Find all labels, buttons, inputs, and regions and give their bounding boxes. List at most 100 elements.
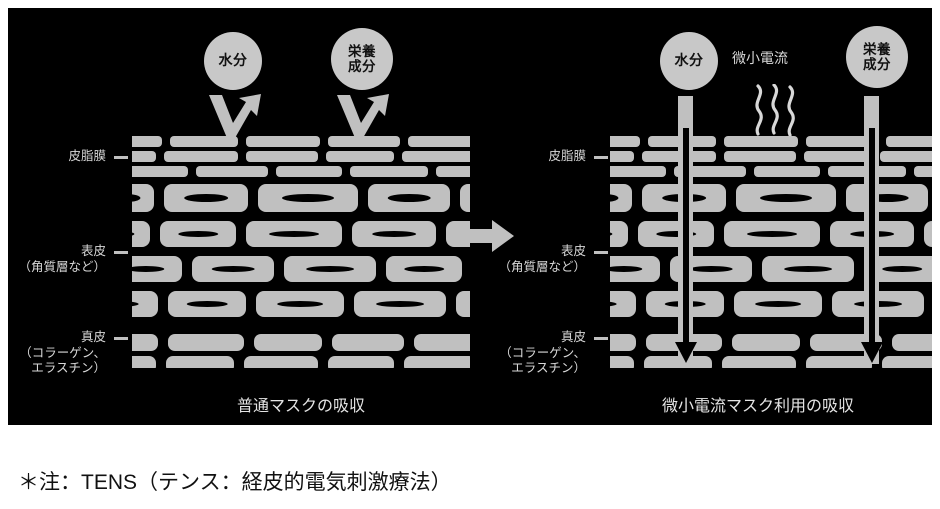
layer-label-epidermis-left: 表皮 （角質層など） [10,244,106,275]
sebum-bar [276,166,342,177]
layer-label-epidermis-right: 表皮 （角質層など） [490,244,586,275]
cell-nucleus [132,266,165,272]
layer-label-dermis-left: 真皮 （コラーゲン、 エラスチン） [10,330,106,377]
sebum-bar [170,136,238,147]
dermis-bar [722,356,796,368]
sebum-bar [804,151,872,162]
dermis-bar [610,334,636,351]
caption-left: 普通マスクの吸収 [236,398,365,415]
cell-nucleus [610,194,619,202]
sebum-bar [196,166,268,177]
dermis-bar [404,356,470,368]
cell-nucleus [178,231,218,237]
epidermis-cell [386,256,462,282]
panel-normal-mask: 水分 栄養 成分 皮脂膜 表皮 （角質層など） 真皮 （コラーゲン、 エ [8,8,470,425]
epidermis-cell [460,184,470,212]
bubble-moisture-right-label-0: 水分 [674,52,704,69]
epidermis-cell [132,221,150,247]
epidermis-cell [610,221,628,247]
cell-nucleus [865,194,909,202]
penetration-arrow-nutrient [861,128,883,363]
epidermis-cell [168,291,246,317]
dermis-bar [244,356,318,368]
cell-nucleus [882,266,922,272]
layer-dash-epidermis-right [594,251,608,254]
sebum-bar [132,166,188,177]
cell-nucleus [747,231,797,237]
sebum-bar [402,151,470,162]
layer-label-epidermis-right-line-1: （角質層など） [498,259,586,274]
sebum-bar [246,151,318,162]
sebum-bar [724,136,798,147]
epidermis-cell [132,256,182,282]
microcurrent-label: 微小電流 [732,50,788,66]
epidermis-cell [160,221,236,247]
bubble-nutrient-left-label-0: 栄養 [348,43,376,59]
layer-label-dermis-right: 真皮 （コラーゲン、 エラスチン） [490,330,586,377]
sebum-bar [610,136,640,147]
sebum-bar [164,151,238,162]
epidermis-cell [736,184,836,212]
layer-label-epidermis-left-line-0: 表皮 [80,244,106,258]
epidermis-cell [258,184,358,212]
layer-label-epidermis-right-line-0: 表皮 [560,244,586,258]
cell-nucleus [610,301,617,307]
dermis-bar [328,356,394,368]
cell-nucleus [760,194,812,202]
layer-label-dermis-right-line-2: エラスチン） [511,361,586,376]
dermis-bar [132,356,156,368]
dermis-bar [332,334,404,351]
dermis-bar [414,334,470,351]
layer-label-sebum-left-line-0: 皮脂膜 [68,149,106,163]
dermis-bar [168,334,244,351]
cell-nucleus [211,266,255,272]
sebum-bar [610,151,634,162]
sebum-bar [754,166,820,177]
caption-right: 微小電流マスク利用の吸収 [661,398,854,415]
cell-nucleus [387,194,431,202]
epidermis-cell [456,291,470,317]
layer-label-sebum-right: 皮脂膜 [498,149,586,165]
cell-nucleus [132,231,135,237]
epidermis-cell [610,184,632,212]
cell-nucleus [656,231,696,237]
layer-label-sebum-left: 皮脂膜 [18,149,106,165]
penetration-arrow-moisture [675,128,697,363]
cell-nucleus [372,231,416,237]
epidermis-cell [352,221,436,247]
cell-nucleus [132,301,139,307]
dermis-bar [892,334,932,351]
cell-nucleus [282,194,334,202]
epidermis-cell [638,221,714,247]
cell-nucleus [784,266,832,272]
epidermis-cell [610,256,660,282]
bubble-moisture-left-label-0: 水分 [218,52,248,69]
epidermis-cell [724,221,820,247]
sebum-bar [806,136,878,147]
sebum-bar [132,136,162,147]
sebum-bar [610,166,666,177]
epidermis-cell [734,291,822,317]
dermis-bar [254,334,322,351]
epidermis-cell [368,184,450,212]
cell-nucleus [610,231,613,237]
epidermis-cell [284,256,376,282]
cell-nucleus [184,194,228,202]
cell-nucleus [306,266,354,272]
microcurrent-waves-icon [755,84,795,136]
bubble-moisture-left: 水分 [204,32,262,90]
sebum-bar [886,136,932,147]
epidermis-cell [256,291,344,317]
epidermis-cell [846,184,928,212]
cell-nucleus [186,301,228,307]
epidermis-cell [762,256,854,282]
bounce-arrow-nutrient [337,94,389,138]
layer-dash-epidermis-left [114,251,128,254]
cell-nucleus [610,266,643,272]
cell-nucleus [269,231,319,237]
skin-structure-left [132,136,470,368]
cell-nucleus [277,301,323,307]
bubble-nutrient-left-label-1: 成分 [348,59,376,74]
sebum-bar [436,166,470,177]
bubble-nutrient-right-label-0: 栄養 [863,41,891,57]
